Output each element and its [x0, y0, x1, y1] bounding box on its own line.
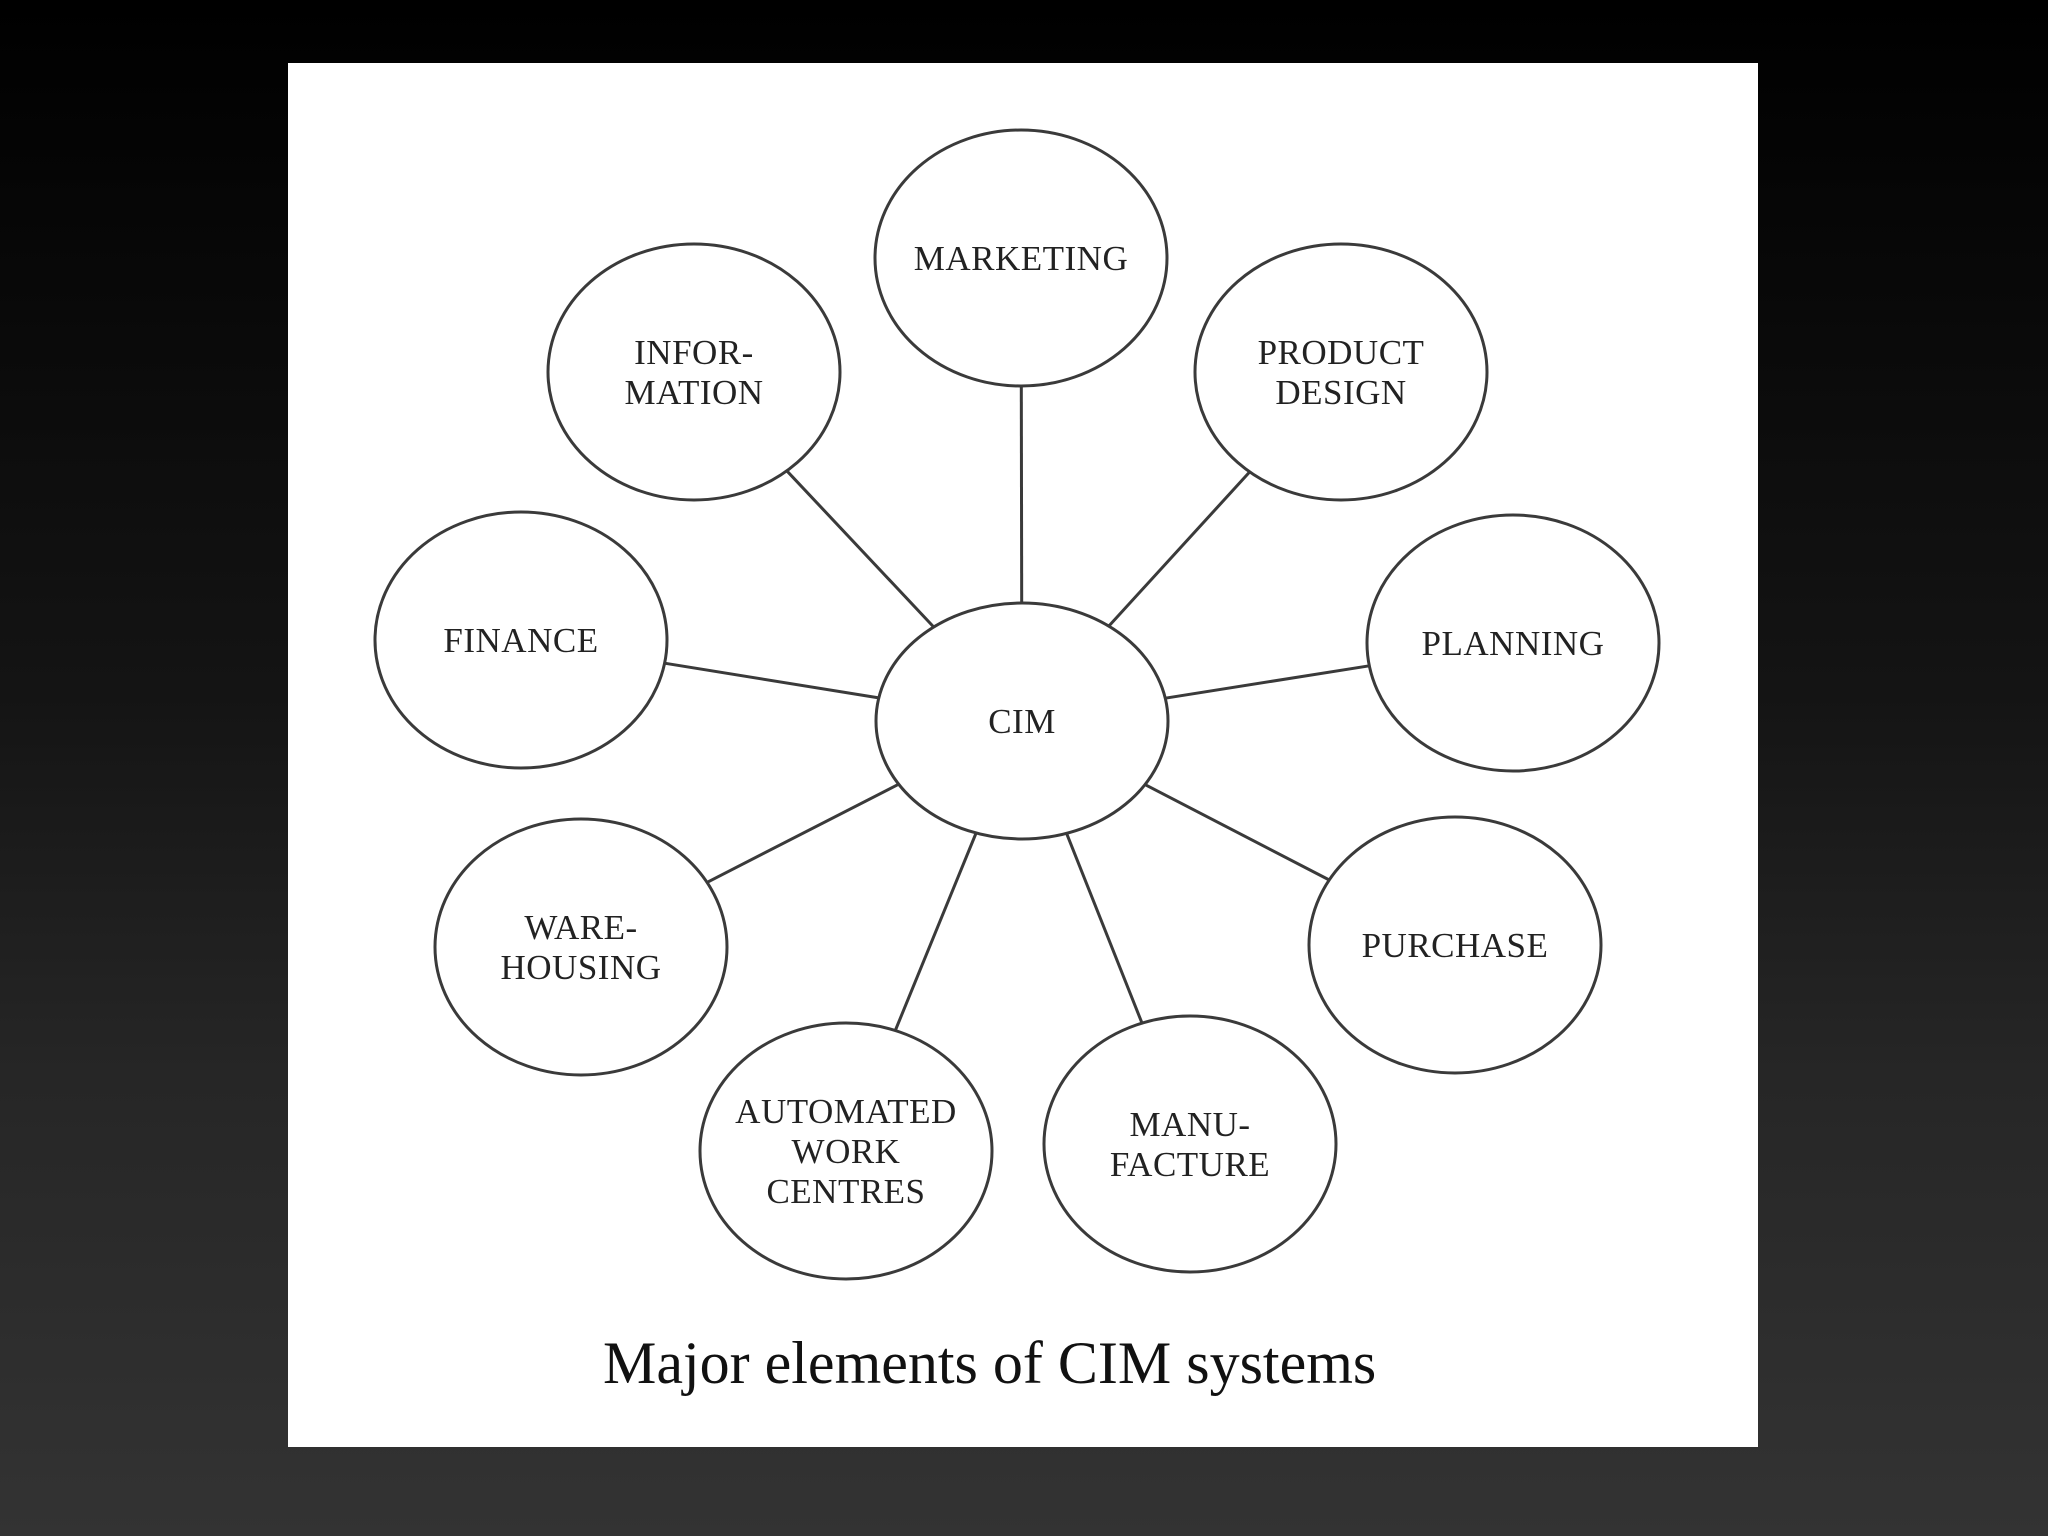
marketing-node: MARKETING	[873, 128, 1169, 388]
information-node: INFOR-MATION	[546, 242, 842, 502]
manufacture-circle	[1042, 1014, 1338, 1274]
finance-label: FINANCE	[443, 621, 598, 660]
purchase-node: PURCHASE	[1307, 815, 1603, 1075]
warehousing-label: WARE-	[524, 908, 637, 947]
purchase-circle	[1307, 815, 1603, 1075]
connectors	[664, 385, 1370, 1032]
automated-work-centres-label: WORK	[792, 1132, 901, 1171]
cim-center-label: CIM	[988, 702, 1056, 741]
warehousing-circle	[433, 817, 729, 1077]
planning-label: PLANNING	[1422, 624, 1605, 663]
diagram-caption: Major elements of CIM systems	[603, 1330, 1377, 1396]
marketing-label: MARKETING	[914, 239, 1128, 278]
connector-manufacture	[1065, 832, 1144, 1024]
connector-automated-work-centres	[893, 832, 978, 1032]
connector-warehousing	[706, 782, 900, 884]
planning-node: PLANNING	[1365, 513, 1661, 773]
connector-purchase	[1144, 783, 1330, 882]
connector-finance	[664, 661, 880, 700]
manufacture-label: MANU-	[1129, 1105, 1250, 1144]
finance-node: FINANCE	[373, 510, 669, 770]
warehousing-label: HOUSING	[501, 948, 662, 987]
connector-product-design	[1107, 470, 1251, 628]
automated-work-centres-label: CENTRES	[766, 1172, 925, 1211]
manufacture-node: MANU-FACTURE	[1042, 1014, 1338, 1274]
connector-planning	[1165, 664, 1370, 700]
cim-center-circle	[874, 601, 1170, 841]
product-design-label: DESIGN	[1275, 373, 1406, 412]
product-design-label: PRODUCT	[1258, 333, 1425, 372]
connector-information	[785, 469, 935, 629]
planning-circle	[1365, 513, 1661, 773]
purchase-label: PURCHASE	[1362, 926, 1549, 965]
cim-center-node: CIM	[874, 601, 1170, 841]
information-circle	[546, 242, 842, 502]
product-design-circle	[1193, 242, 1489, 502]
finance-circle	[373, 510, 669, 770]
automated-work-centres-label: AUTOMATED	[735, 1092, 957, 1131]
manufacture-label: FACTURE	[1110, 1145, 1270, 1184]
warehousing-node: WARE-HOUSING	[433, 817, 729, 1077]
information-label: INFOR-	[634, 333, 754, 372]
marketing-circle	[873, 128, 1169, 388]
automated-work-centres-circle	[698, 1021, 994, 1281]
information-label: MATION	[624, 373, 763, 412]
